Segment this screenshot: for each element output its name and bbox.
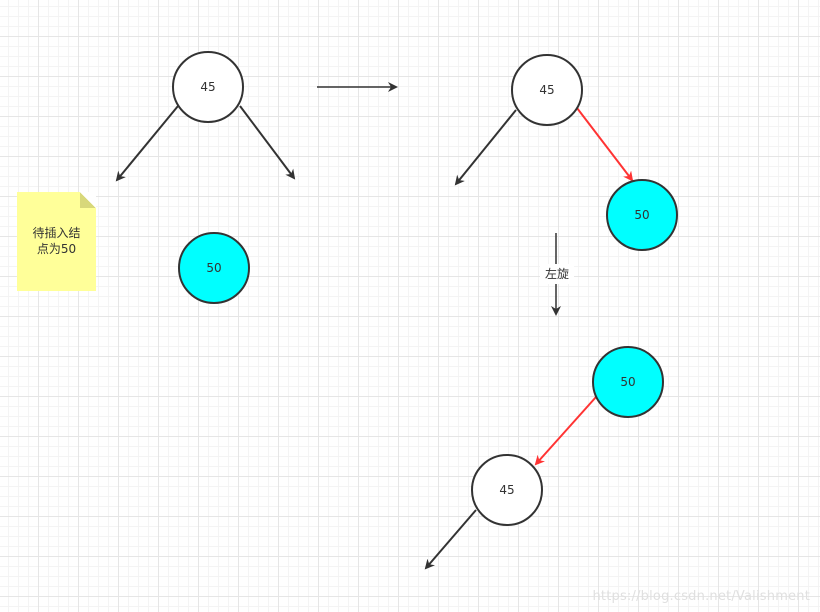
stage3-left-child-edge <box>424 509 477 570</box>
node-label: 50 <box>620 375 635 389</box>
stage3-node-45: 45 <box>471 454 543 526</box>
stage2-node-45: 45 <box>511 54 583 126</box>
stage1-node-50-pending: 50 <box>178 232 250 304</box>
stage1-left-child-edge <box>115 105 179 182</box>
note-text: 待插入结 点为50 <box>17 225 96 257</box>
stage2-left-child-edge <box>454 109 517 186</box>
note-fold-icon <box>80 192 96 208</box>
stage1-node-45: 45 <box>172 51 244 123</box>
note-line-2: 点为50 <box>36 242 77 256</box>
node-label: 45 <box>539 83 554 97</box>
stage2-red-edge-to-50 <box>576 107 634 182</box>
note-line-1: 待插入结 <box>32 226 81 240</box>
node-label: 50 <box>206 261 221 275</box>
rotate-label: 左旋 <box>540 264 574 284</box>
node-label: 50 <box>634 208 649 222</box>
stage3-node-50: 50 <box>592 346 664 418</box>
watermark: https://blog.csdn.net/Valishment <box>592 589 810 604</box>
stage3-red-edge-to-45 <box>534 396 597 466</box>
node-label: 45 <box>499 483 514 497</box>
sticky-note: 待插入结 点为50 <box>17 192 96 291</box>
stage1-right-child-edge <box>239 105 296 180</box>
stage2-node-50: 50 <box>606 179 678 251</box>
node-label: 45 <box>200 80 215 94</box>
